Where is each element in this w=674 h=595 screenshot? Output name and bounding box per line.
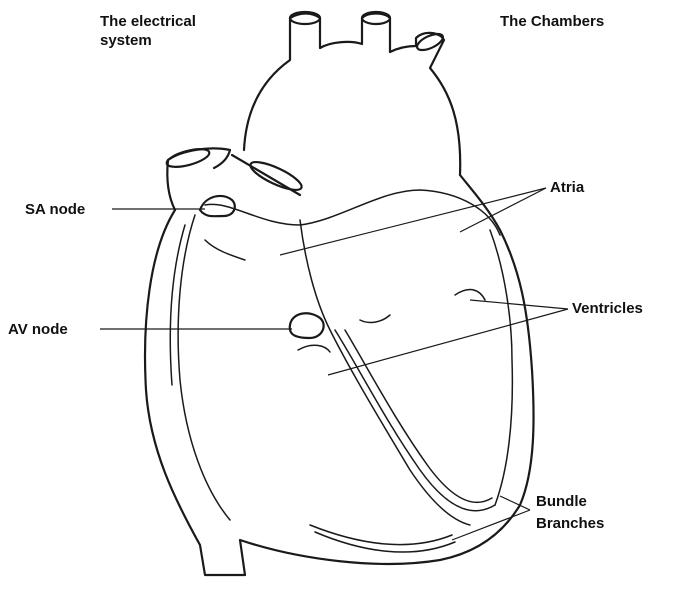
label-atria: Atria xyxy=(550,178,584,197)
bundle-branch-left xyxy=(335,330,495,511)
valve-right xyxy=(455,290,485,300)
inner-wall-left-2 xyxy=(170,225,185,385)
label-sa-node: SA node xyxy=(25,200,85,219)
bundle-branch-left-2 xyxy=(345,330,492,502)
label-av-node: AV node xyxy=(8,320,68,339)
label-ventricles: Ventricles xyxy=(572,299,643,318)
chordae xyxy=(360,315,390,322)
vena-cava xyxy=(165,146,305,210)
heading-chambers: The Chambers xyxy=(500,12,604,31)
heart-outline xyxy=(145,175,534,575)
ventricles-leader-1 xyxy=(470,300,568,309)
label-branches: Branches xyxy=(536,514,604,533)
heading-electrical-system: The electrical system xyxy=(100,12,250,50)
right-wall-inner xyxy=(490,230,512,505)
valve-left xyxy=(205,240,245,260)
septum xyxy=(300,220,470,525)
inner-wall-left xyxy=(178,215,230,520)
chordae-2 xyxy=(298,345,330,352)
atrial-roof xyxy=(205,190,500,235)
great-vessels xyxy=(244,12,460,175)
atria-leader-2 xyxy=(460,188,546,232)
label-bundle: Bundle xyxy=(536,492,587,511)
sa-node-shape xyxy=(200,196,235,216)
bundle-branch-bottom xyxy=(310,525,452,545)
bundle-leader-1 xyxy=(500,496,530,510)
av-node-shape xyxy=(290,313,324,338)
bundle-branch-bottom-2 xyxy=(315,532,455,552)
bundle-leader-2 xyxy=(452,510,530,540)
